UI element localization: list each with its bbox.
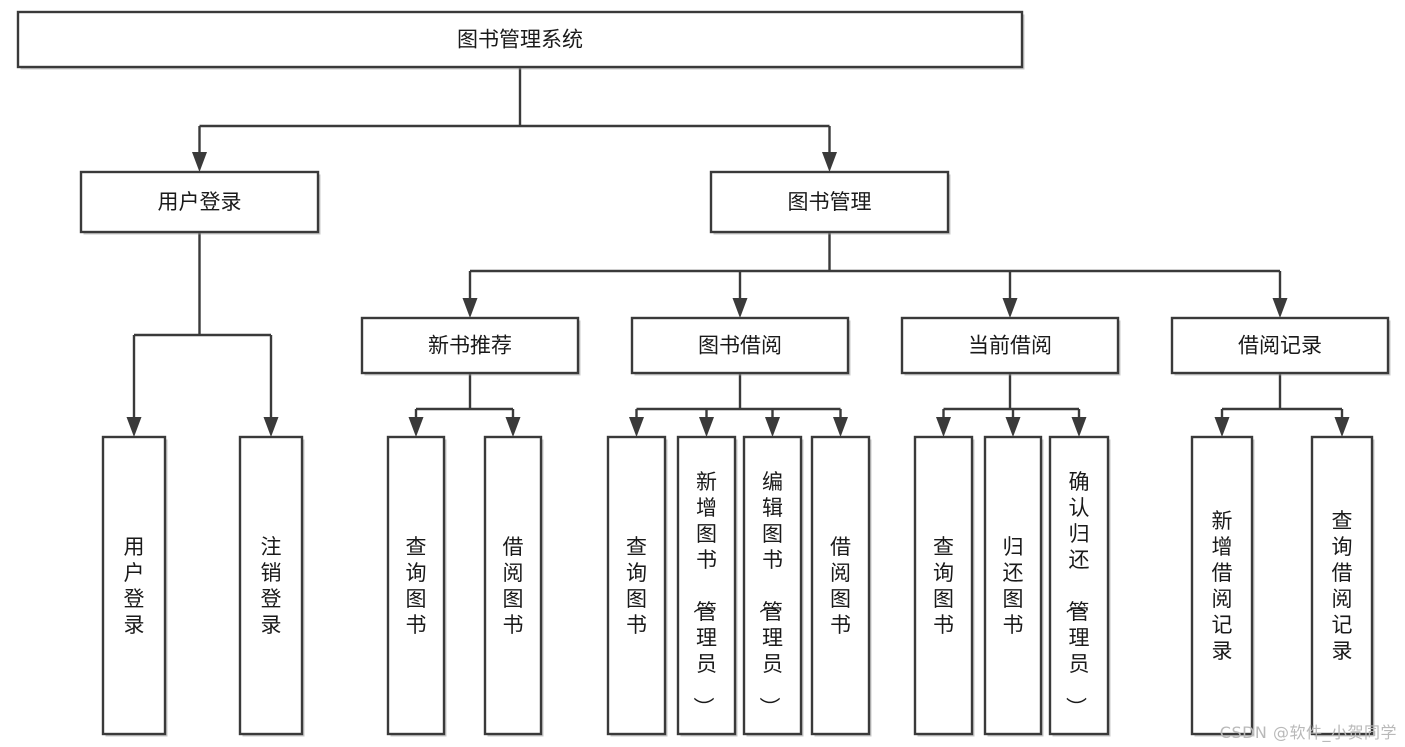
node-new-book-rec[interactable]: 新书推荐	[360, 316, 581, 376]
node-box[interactable]	[630, 316, 850, 375]
node-label: 查询图书	[626, 535, 647, 637]
connector-group-borrow-record	[1214, 373, 1350, 437]
node-root[interactable]: 图书管理系统	[16, 10, 1025, 70]
node-label: 当前借阅	[968, 334, 1052, 358]
node-box[interactable]	[709, 170, 950, 234]
arrow-head-icon	[936, 417, 951, 437]
arrow-head-icon	[1272, 298, 1288, 318]
arrow-head-icon	[1071, 417, 1087, 437]
connector-group-root	[192, 67, 837, 172]
node-user-login[interactable]: 用户登录	[79, 170, 321, 235]
node-book-borrow[interactable]: 图书借阅	[630, 316, 851, 376]
node-box[interactable]	[1190, 435, 1254, 736]
node-label: 借阅记录	[1238, 334, 1322, 358]
connector-group-book-borrow	[629, 373, 848, 437]
node-borrow-record[interactable]: 借阅记录	[1170, 316, 1391, 376]
node-leaf-cb-query[interactable]: 查询图书	[913, 435, 975, 737]
node-label: 用户登录	[124, 535, 145, 637]
node-label: 注销登录	[261, 535, 282, 637]
node-box[interactable]	[1170, 316, 1390, 375]
node-box[interactable]	[386, 435, 446, 736]
node-label: 新书推荐	[428, 334, 512, 358]
arrow-head-icon	[1005, 417, 1021, 437]
node-current-borrow[interactable]: 当前借阅	[900, 316, 1121, 376]
watermark-label: CSDN @软件_小贺同学	[1219, 723, 1397, 742]
arrow-head-icon	[505, 417, 521, 437]
node-layer: 图书管理系统用户登录图书管理新书推荐图书借阅当前借阅借阅记录用户登录注销登录查询…	[16, 10, 1391, 737]
arrow-head-icon	[408, 417, 424, 437]
node-label: 归还图书	[1003, 535, 1024, 637]
arrow-head-icon	[1214, 417, 1230, 437]
node-leaf-rec-query[interactable]: 查询图书	[386, 435, 447, 737]
connector-group-new-book-rec	[408, 373, 521, 437]
connector-group-current-borrow	[936, 373, 1087, 437]
node-leaf-bb-add[interactable]: 新增图书（管理员）	[676, 435, 738, 737]
node-box[interactable]	[79, 170, 320, 234]
node-book-manage[interactable]: 图书管理	[709, 170, 951, 235]
node-leaf-cb-return[interactable]: 归还图书	[983, 435, 1044, 737]
connector-layer	[126, 67, 1350, 437]
node-box[interactable]	[16, 10, 1024, 69]
node-box[interactable]	[983, 435, 1043, 736]
node-label: 编辑图书（管理员）	[757, 470, 783, 718]
node-label: 用户登录	[158, 190, 242, 214]
node-label: 图书借阅	[698, 334, 782, 358]
node-leaf-user-logout[interactable]: 注销登录	[238, 435, 305, 737]
node-leaf-bb-borrow[interactable]: 借阅图书	[810, 435, 872, 737]
node-box[interactable]	[238, 435, 304, 736]
node-leaf-cb-confirm[interactable]: 确认归还（管理员）	[1048, 435, 1111, 737]
node-box[interactable]	[101, 435, 167, 736]
node-box[interactable]	[676, 435, 737, 736]
node-box[interactable]	[606, 435, 667, 736]
arrow-head-icon	[822, 152, 837, 172]
arrow-head-icon	[1002, 298, 1018, 318]
arrow-head-icon	[629, 417, 644, 437]
node-leaf-user-login[interactable]: 用户登录	[101, 435, 168, 737]
node-box[interactable]	[810, 435, 871, 736]
connector-group-user-login	[126, 232, 279, 437]
node-leaf-br-add[interactable]: 新增借阅记录	[1190, 435, 1255, 737]
node-label: 查询借阅记录	[1332, 509, 1353, 663]
arrow-head-icon	[126, 417, 142, 437]
arrow-head-icon	[699, 417, 714, 437]
node-label: 图书管理系统	[457, 28, 583, 52]
node-leaf-bb-query[interactable]: 查询图书	[606, 435, 668, 737]
arrow-head-icon	[765, 417, 780, 437]
node-label: 确认归还（管理员）	[1064, 470, 1090, 718]
node-box[interactable]	[900, 316, 1120, 375]
arrow-head-icon	[1334, 417, 1350, 437]
node-box[interactable]	[1310, 435, 1374, 736]
node-label: 查询图书	[406, 535, 427, 637]
node-box[interactable]	[360, 316, 580, 375]
node-leaf-br-query[interactable]: 查询借阅记录	[1310, 435, 1375, 737]
node-box[interactable]	[1048, 435, 1110, 736]
node-leaf-bb-edit[interactable]: 编辑图书（管理员）	[742, 435, 804, 737]
arrow-head-icon	[192, 152, 207, 172]
node-label: 新增图书（管理员）	[691, 470, 717, 718]
node-label: 查询图书	[933, 535, 954, 637]
node-label: 借阅图书	[830, 535, 851, 637]
arrow-head-icon	[732, 298, 748, 318]
node-box[interactable]	[483, 435, 543, 736]
node-label: 图书管理	[788, 190, 872, 214]
arrow-head-icon	[833, 417, 848, 437]
node-label: 新增借阅记录	[1212, 509, 1233, 663]
arrow-head-icon	[462, 298, 478, 318]
node-label: 借阅图书	[503, 535, 524, 637]
node-box[interactable]	[913, 435, 974, 736]
connector-group-book-manage	[462, 232, 1288, 318]
node-leaf-rec-borrow[interactable]: 借阅图书	[483, 435, 544, 737]
node-box[interactable]	[742, 435, 803, 736]
arrow-head-icon	[263, 417, 279, 437]
